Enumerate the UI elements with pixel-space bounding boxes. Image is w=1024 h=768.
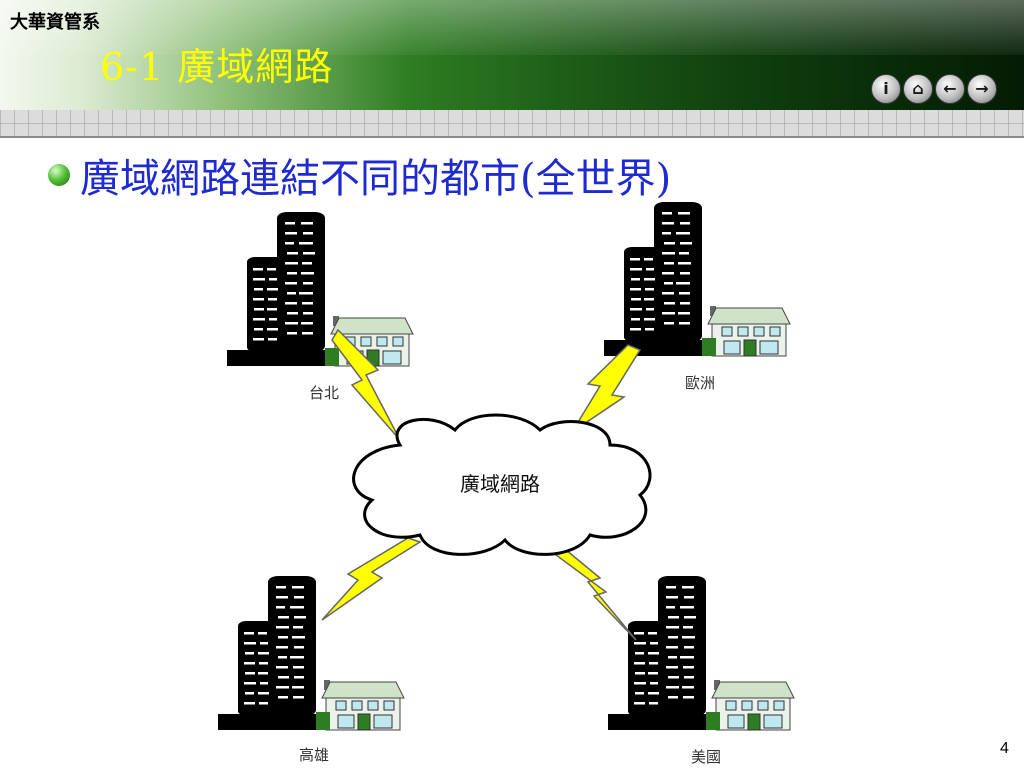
wan-cloud: [352, 413, 652, 556]
page-title: 6-1 廣域網路: [100, 45, 334, 89]
city-usa-buildings: [607, 575, 795, 731]
lightning-kaohsiung: [321, 537, 422, 621]
page-number: 4: [1000, 740, 1009, 757]
home-button[interactable]: ⌂: [903, 74, 933, 104]
nav-buttons: i ⌂ ← →: [871, 74, 997, 104]
city-label-kaohsiung: 高雄: [299, 747, 329, 764]
city-label-europe: 歐洲: [685, 375, 715, 392]
header-banner: [0, 0, 1024, 110]
bullet-item: 廣域網路連結不同的都市(全世界): [48, 146, 671, 204]
arrow-right-icon: →: [975, 79, 989, 98]
info-icon: i: [883, 79, 889, 98]
info-button[interactable]: i: [871, 74, 901, 104]
forward-button[interactable]: →: [967, 74, 997, 104]
department-name: 大華資管系: [10, 12, 100, 33]
bullet-text: 廣域網路連結不同的都市(全世界): [80, 156, 672, 202]
header-grid-band: [0, 110, 1024, 138]
city-label-taipei: 台北: [309, 385, 339, 402]
header-shine: [0, 0, 1024, 55]
home-icon: ⌂: [912, 79, 924, 98]
lightning-taipei: [331, 328, 401, 441]
city-kaohsiung-buildings: [217, 575, 405, 731]
lightning-europe: [571, 344, 642, 433]
city-label-usa: 美國: [691, 749, 721, 766]
lightning-usa: [550, 544, 637, 641]
city-europe-buildings: [603, 201, 791, 357]
bullet-icon: [48, 164, 70, 186]
arrow-left-icon: ←: [943, 79, 957, 98]
back-button[interactable]: ←: [935, 74, 965, 104]
cloud-label: 廣域網路: [460, 473, 540, 496]
city-taipei-buildings: [226, 211, 414, 367]
